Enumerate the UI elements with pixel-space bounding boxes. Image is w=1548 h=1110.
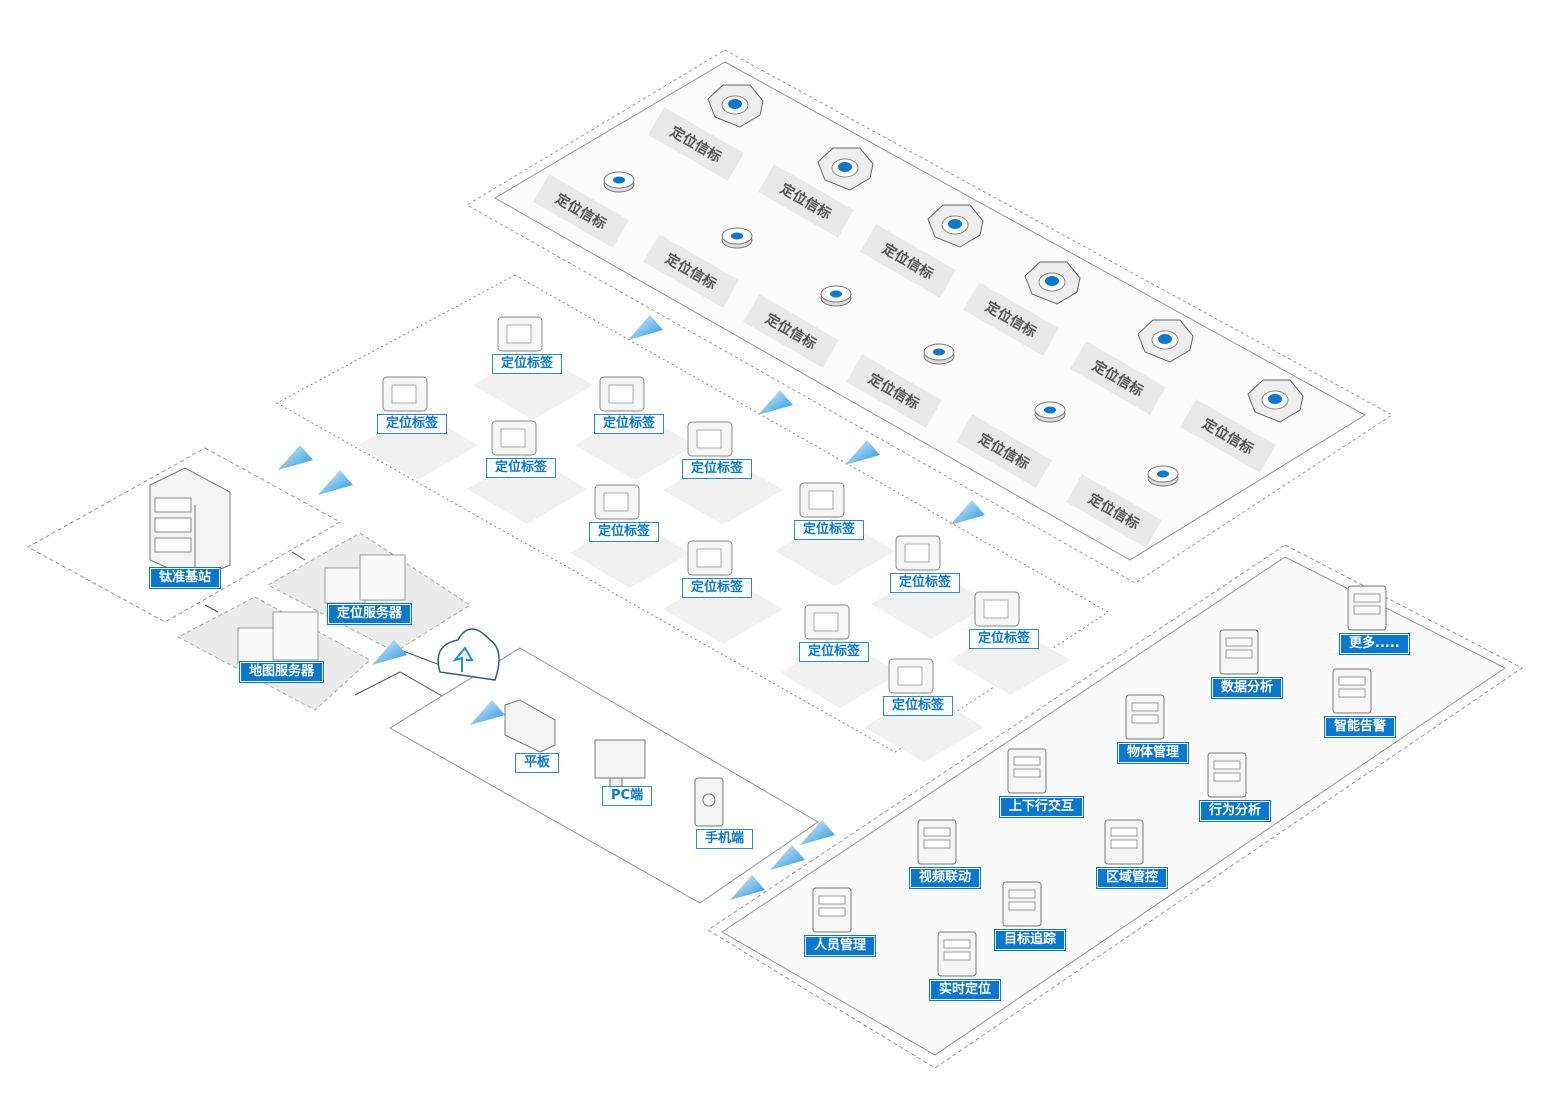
- webcam-icon: [917, 819, 957, 865]
- tag-platform: [275, 274, 1109, 753]
- beacon-small-icon: [923, 343, 955, 365]
- tag-label: 定位标签: [882, 696, 954, 716]
- beacon-large-icon: [1024, 261, 1081, 305]
- realtime-location-label: 实时定位: [928, 979, 1002, 1001]
- flow-arrow-icon: [950, 500, 985, 525]
- flow-arrow-icon: [845, 440, 880, 465]
- tag-label: 定位标签: [681, 578, 753, 598]
- beacon-platform: [466, 49, 1393, 584]
- beacon-large-icon: [1137, 319, 1194, 363]
- tag-label: 定位标签: [588, 522, 660, 542]
- base-station-icon: [149, 467, 231, 581]
- tag-label: 定位标签: [968, 629, 1040, 649]
- tag-label: 定位标签: [485, 458, 557, 478]
- alarm-light-icon: [1332, 668, 1372, 714]
- map-server-label: 地图服务器: [238, 661, 325, 683]
- flow-arrow-icon: [372, 640, 407, 665]
- map-pin-icon: [937, 931, 977, 977]
- beacon-small-icon: [721, 227, 753, 249]
- object-management-label: 物体管理: [1116, 742, 1190, 764]
- location-server-icon: [324, 554, 406, 604]
- uplink-downlink-label: 上下行交互: [998, 796, 1085, 818]
- video-linkage-label: 视频联动: [908, 867, 982, 889]
- bar-chart-icon: [1219, 629, 1259, 675]
- beacon-small-icon: [1034, 401, 1066, 423]
- beacon-large-icon: [927, 204, 984, 248]
- flow-arrow-icon: [628, 315, 663, 340]
- tag-label: 定位标签: [593, 414, 665, 434]
- cloud-icon: [437, 628, 500, 681]
- map-server-icon: [237, 611, 319, 664]
- tag-label: 定位标签: [681, 459, 753, 479]
- application-platform: [707, 544, 1523, 1069]
- tag-label: 定位标签: [798, 642, 870, 662]
- flow-arrow-icon: [800, 820, 835, 845]
- tag-label: 定位标签: [889, 573, 961, 593]
- tag-label: 定位标签: [491, 354, 563, 374]
- beacon-small-icon: [820, 285, 852, 307]
- chat-bubbles-icon: [1347, 585, 1387, 631]
- magnifier-icon: [1002, 881, 1042, 927]
- behavior-analysis-label: 行为分析: [1198, 800, 1272, 822]
- smart-alarm-label: 智能告警: [1323, 716, 1397, 738]
- beacon-small-icon: [1147, 465, 1179, 487]
- flow-arrow-icon: [470, 700, 505, 725]
- zone-control-label: 区域管控: [1095, 867, 1169, 889]
- tablet-label: 平板: [514, 753, 560, 773]
- tag-label: 定位标签: [793, 520, 865, 540]
- personnel-management-label: 人员管理: [803, 935, 877, 957]
- more-label: 更多.....: [1339, 633, 1410, 655]
- flow-arrow-icon: [730, 875, 765, 900]
- pc-label: PC端: [601, 786, 653, 806]
- beacon-large-icon: [1247, 379, 1304, 423]
- person-card-icon: [812, 887, 852, 933]
- beacon-large-icon: [707, 84, 764, 128]
- data-analysis-label: 数据分析: [1210, 677, 1284, 699]
- flow-arrow-icon: [278, 445, 313, 470]
- beacon-small-icon: [603, 171, 635, 193]
- tag-label: 定位标签: [376, 414, 448, 434]
- connector-lines: [204, 551, 471, 713]
- magnifier-docs-icon: [1207, 752, 1247, 798]
- target-tracking-label: 目标追踪: [993, 929, 1067, 951]
- mobile-label: 手机端: [695, 829, 754, 849]
- base-station-label: 钛准基站: [148, 567, 222, 589]
- flow-arrow-icon: [758, 390, 793, 415]
- network-nodes-icon: [1104, 819, 1144, 865]
- cabinet-icon: [1125, 694, 1165, 740]
- tablet-icon: [504, 699, 556, 753]
- flow-arrow-icon: [770, 845, 805, 870]
- location-server-label: 定位服务器: [326, 603, 413, 625]
- beacon-large-icon: [817, 147, 874, 191]
- flow-arrow-icon: [318, 470, 353, 495]
- server-sync-icon: [1007, 748, 1047, 794]
- mobile-phone-icon: [694, 777, 724, 827]
